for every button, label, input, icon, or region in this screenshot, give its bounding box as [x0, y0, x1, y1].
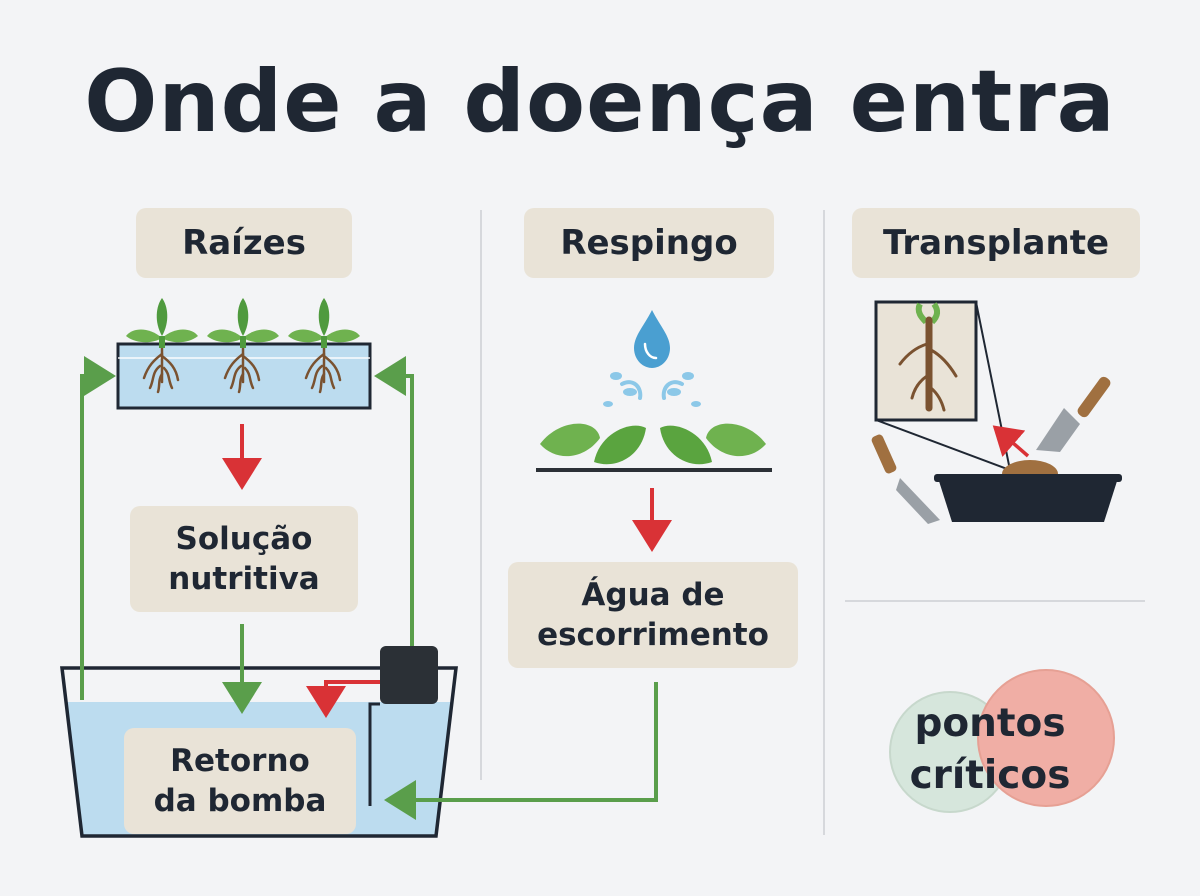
box-retorno-line1: Retorno [170, 743, 310, 779]
box-solucao-line2: nutritiva [168, 561, 320, 597]
box-solucao-nutritiva: Solução nutritiva [130, 506, 358, 612]
column-divider-2 [823, 210, 825, 835]
box-agua-escorrimento: Água de escorrimento [508, 562, 798, 668]
flow-right-return [374, 356, 414, 648]
box-agua-line1: Água de [581, 577, 725, 613]
planting-tray-icon [938, 478, 1118, 522]
seedling-2 [207, 298, 279, 394]
splash-droplets [603, 372, 701, 407]
water-drop-icon [634, 310, 670, 368]
arrow-transplant [992, 425, 1030, 458]
leaves-icon [540, 423, 766, 465]
box-agua-line2: escorrimento [537, 617, 769, 653]
pump-pipe [368, 702, 380, 806]
knife-icon [871, 434, 940, 524]
venn-circle-red [977, 669, 1115, 807]
heading-transplante: Transplante [852, 208, 1140, 278]
heading-raizes: Raízes [136, 208, 352, 278]
venn-label-line1: pontos [914, 701, 1066, 746]
box-retorno-bomba: Retorno da bomba [124, 728, 356, 834]
trowel-icon [1036, 376, 1111, 452]
flow-left-return [80, 356, 116, 700]
venn-label: pontos críticos [880, 698, 1100, 802]
seedling-3 [288, 298, 360, 394]
reservoir-tank [60, 666, 458, 838]
page-title: Onde a doença entra [84, 52, 1116, 152]
column-divider-horizontal [845, 600, 1145, 602]
box-retorno-line2: da bomba [153, 783, 327, 819]
seedling-1 [126, 298, 198, 394]
venn-label-line2: críticos [909, 753, 1071, 798]
box-solucao-line1: Solução [175, 521, 313, 557]
column-divider-1 [480, 210, 482, 780]
pump-icon [380, 646, 438, 704]
flow-runoff-to-reservoir [384, 682, 658, 820]
arrow-pump-backflow [306, 680, 380, 718]
heading-respingo: Respingo [524, 208, 774, 278]
